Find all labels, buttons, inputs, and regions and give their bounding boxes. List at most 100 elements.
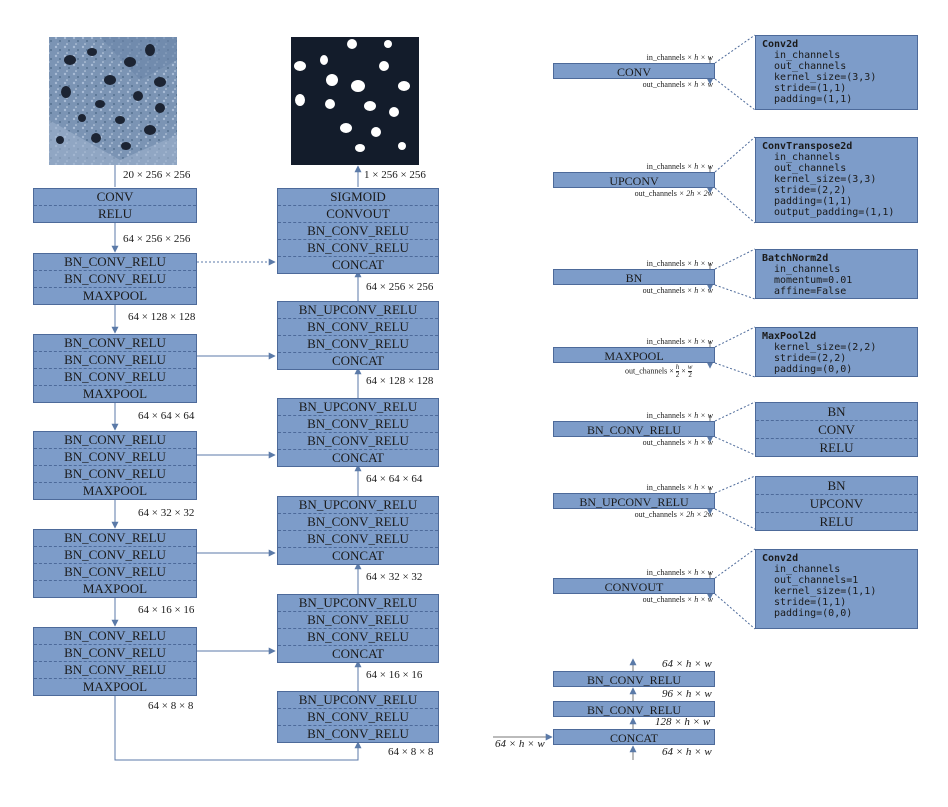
layer-row: BN_UPCONV_RELU [298, 692, 418, 707]
legend-in-label: in_channels × h × w [647, 411, 713, 420]
legend-out-label: out_channels × h × w [643, 595, 713, 604]
module-param: in_channels [774, 152, 841, 163]
in-dims-text: × h × w [686, 259, 713, 268]
in-channels-text: in_channels [646, 53, 685, 62]
module-param: kernel_size=(2,2) [774, 342, 877, 353]
module-class-name: MaxPool2d [762, 331, 817, 342]
in-dims-text: × h × w [686, 411, 713, 420]
layer-row: SIGMOID [330, 189, 386, 204]
layer-row: BN_UPCONV_RELU [298, 497, 418, 512]
legend-out-label: out_channels × 2h × 2w [635, 510, 713, 519]
layer-row: BN_CONV_RELU [278, 513, 438, 530]
layer-row: BN_UPCONV_RELU [298, 399, 418, 414]
legend-dotted-guide [714, 475, 756, 494]
out-channels-text: out_channels [642, 438, 685, 447]
legend-concat-side-label: 64 × h × w [495, 738, 545, 750]
module-param: momentum=0.01 [774, 275, 853, 286]
layer-row: BN_CONV_RELU [34, 368, 196, 385]
out-channels-text: out_channels [634, 189, 677, 198]
legend-concat-low-label: 128 × h × w [655, 716, 711, 728]
layer-row: CONCAT [278, 352, 438, 369]
layer-row: RELU [34, 205, 196, 222]
module-param: in_channels [774, 264, 841, 275]
out-dims-text: × 2h × 2w [678, 189, 713, 198]
module-param: affine=False [774, 286, 847, 297]
in-dims-text: × h × w [686, 483, 713, 492]
layer-row: MAXPOOL [34, 385, 196, 402]
out-channels-text: out_channels [642, 595, 685, 604]
module-param: out_channels [774, 61, 847, 72]
output-mask [291, 37, 419, 165]
legend-concat-stack-box: BN_CONV_RELU [553, 701, 715, 717]
legend-concat-bottom-label: 64 × h × w [662, 746, 712, 758]
layer-row: MAXPOOL [34, 482, 196, 499]
layer-row: BN_CONV_RELU [278, 239, 438, 256]
legend-bn-box: BN [553, 269, 715, 285]
legend-maxpool-box: MAXPOOL [553, 347, 715, 363]
in-dims-text: × h × w [686, 53, 713, 62]
layer-row: BN_CONV_RELU [34, 351, 196, 368]
legend-dotted-guide [714, 136, 756, 173]
legend-dotted-guide [714, 436, 756, 456]
legend-dotted-guide [714, 508, 756, 530]
legend-concat-stack-box: CONCAT [553, 729, 715, 745]
legend-out-label: out_channels × h × w [643, 80, 713, 89]
layer-row: BN_CONV_RELU [64, 335, 166, 350]
layer-row: CONV [96, 189, 134, 204]
out-dims-text: × h × w [686, 286, 713, 295]
legend-in-label: in_channels × h × w [647, 568, 713, 577]
encoder-out-dims: 64 × 8 × 8 [148, 700, 194, 712]
layer-row: BN_CONV_RELU [278, 530, 438, 547]
layer-row: BN_CONV_RELU [64, 254, 166, 269]
legend-dotted-guide [714, 187, 756, 224]
out-dims-text: × h × w [686, 80, 713, 89]
layer-row: BN_CONV_RELU [64, 530, 166, 545]
legend-sublayer: BN [827, 404, 846, 419]
module-param: out_channels [774, 163, 847, 174]
layer-row: BN_CONV_RELU [34, 465, 196, 482]
layer-row: BN_CONV_RELU [278, 318, 438, 335]
layer-row: BN_CONV_RELU [34, 644, 196, 661]
module-param: output_padding=(1,1) [774, 207, 895, 218]
layer-row: CONCAT [278, 645, 438, 662]
module-param: in_channels [774, 50, 841, 61]
denominator: 2 [675, 371, 680, 379]
legend-dotted-guide [714, 401, 756, 422]
layer-row: BN_UPCONV_RELU [298, 302, 418, 317]
legend-sublayer: BN [827, 478, 846, 493]
layer-row: BN_UPCONV_RELU [298, 595, 418, 610]
legend-upconv-box: UPCONV [553, 172, 715, 188]
module-param: stride=(1,1) [774, 597, 847, 608]
in-channels-text: in_channels [646, 411, 685, 420]
legend-bn_upconv_relu-box: BN_UPCONV_RELU [553, 493, 715, 509]
in-channels-text: in_channels [646, 162, 685, 171]
module-class-name: ConvTranspose2d [762, 141, 853, 152]
module-class-name: Conv2d [762, 39, 799, 50]
layer-row: BN_CONV_RELU [34, 546, 196, 563]
legend-out-label: out_channels × h × w [643, 286, 713, 295]
in-channels-text: in_channels [646, 259, 685, 268]
input-image [49, 37, 177, 165]
module-param: out_channels=1 [774, 575, 859, 586]
module-param: stride=(1,1) [774, 83, 847, 94]
layer-row: BN_CONV_RELU [278, 415, 438, 432]
layer-row: BN_CONV_RELU [64, 628, 166, 643]
layer-row: BN_CONV_RELU [34, 448, 196, 465]
layer-row: BN_CONV_RELU [64, 432, 166, 447]
in-dims-text: × h × w [686, 568, 713, 577]
layer-row: BN_CONV_RELU [34, 270, 196, 287]
encoder-out-dims: 64 × 16 × 16 [138, 604, 195, 616]
legend-concat-top-label: 64 × h × w [662, 658, 712, 670]
module-param: kernel_size=(3,3) [774, 174, 877, 185]
layer-row: MAXPOOL [34, 678, 196, 695]
legend-dotted-guide [714, 34, 756, 64]
legend-dotted-guide [714, 284, 756, 300]
